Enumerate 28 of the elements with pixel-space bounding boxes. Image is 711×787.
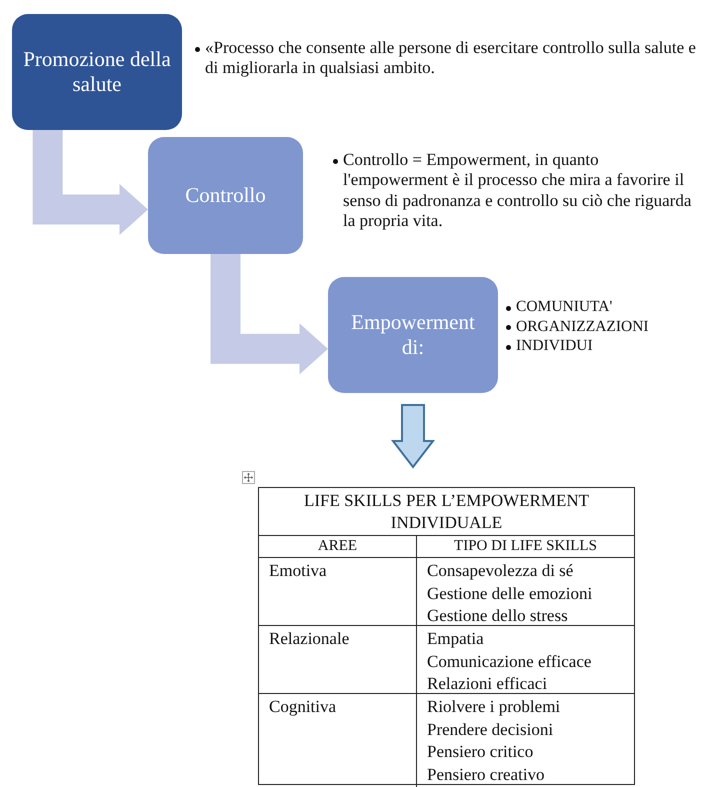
table-cell-text: Cognitiva	[269, 696, 338, 718]
table-cell-text: Pensiero creativo	[427, 764, 546, 786]
table-cell-text: Pensiero critico	[427, 741, 534, 764]
bullet-text: Controllo = Empowerment, in quanto l'empowerment è il processo che mira a favorire il senso di padronanza e controllo su ciò che riguarda la propria vita.	[343, 150, 692, 232]
process-box: Controllo	[148, 137, 303, 254]
block-arrow	[210, 254, 328, 374]
life-skills-table	[258, 487, 635, 785]
table-cell-text: Riolvere i problemi	[427, 696, 562, 718]
bullet-text: COMUNIUTA'	[516, 298, 612, 317]
table-cell-text: Gestione delle emozioni	[427, 582, 594, 605]
table-cell-text: Comunicazione efficace	[427, 650, 592, 673]
table-cell-text: Empatia	[427, 628, 485, 650]
bullet-text: INDIVIDUI	[516, 337, 593, 356]
column-header: TIPO DI LIFE SKILLS	[453, 537, 598, 556]
process-box: Empowerment di:	[328, 277, 498, 393]
table-cell-text: Emotiva	[269, 560, 328, 582]
table-cell-text: Relazionale	[269, 628, 350, 650]
block-arrow	[32, 130, 148, 236]
process-box: Promozione della salute	[12, 14, 182, 130]
table-title: LIFE SKILLS PER L’EMPOWERMENT INDIVIDUALE	[259, 488, 634, 536]
table-cell-text: Consapevolezza di sé	[427, 560, 574, 582]
block-arrow	[390, 404, 436, 469]
table-cell-text: Gestione dello stress	[427, 605, 569, 628]
column-header: AREE	[316, 537, 358, 556]
bullet-text: «Processo che consente alle persone di esercitare controllo sulla salute e di migliorarla in qualsiasi ambito.	[205, 38, 697, 79]
table-cell-text: Prendere decisioni	[427, 718, 554, 741]
table-cell-text: Relazioni efficaci	[427, 673, 548, 696]
bullet-text: ORGANIZZAZIONI	[516, 318, 649, 336]
